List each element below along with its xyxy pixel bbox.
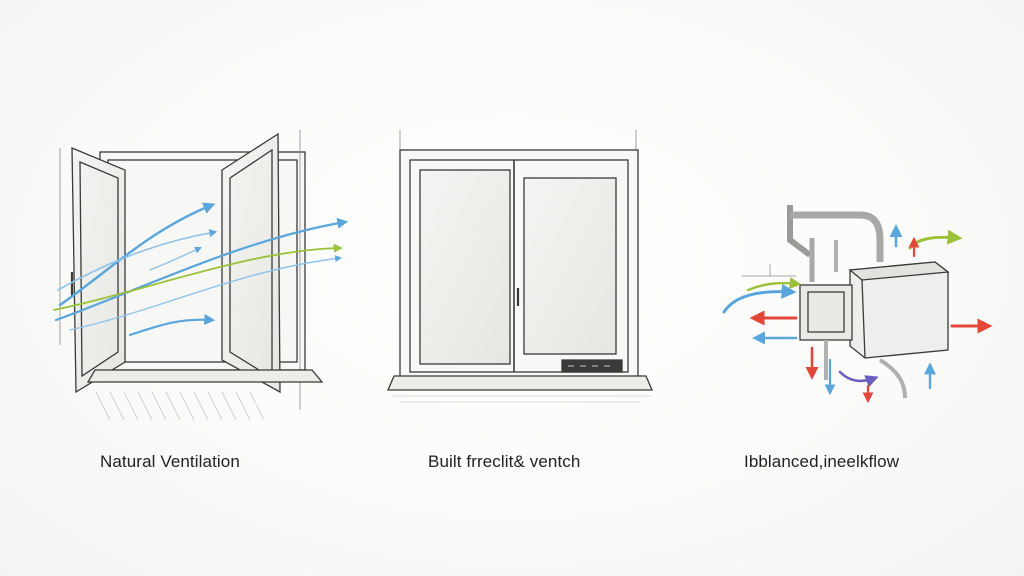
vent-window-sketch — [388, 130, 652, 402]
mvhr-unit-sketch — [742, 205, 948, 398]
arrow-icon — [748, 283, 798, 290]
caption-natural-ventilation: Natural Ventilation — [100, 452, 240, 472]
arrow-icon — [910, 237, 958, 248]
caption-balanced-flow: Ibblanced,ineelkflow — [744, 452, 899, 472]
arrow-icon — [840, 372, 875, 381]
caption-built-in-vent: Built frreclit& ventch — [428, 452, 580, 472]
arrow-icon — [724, 292, 792, 312]
